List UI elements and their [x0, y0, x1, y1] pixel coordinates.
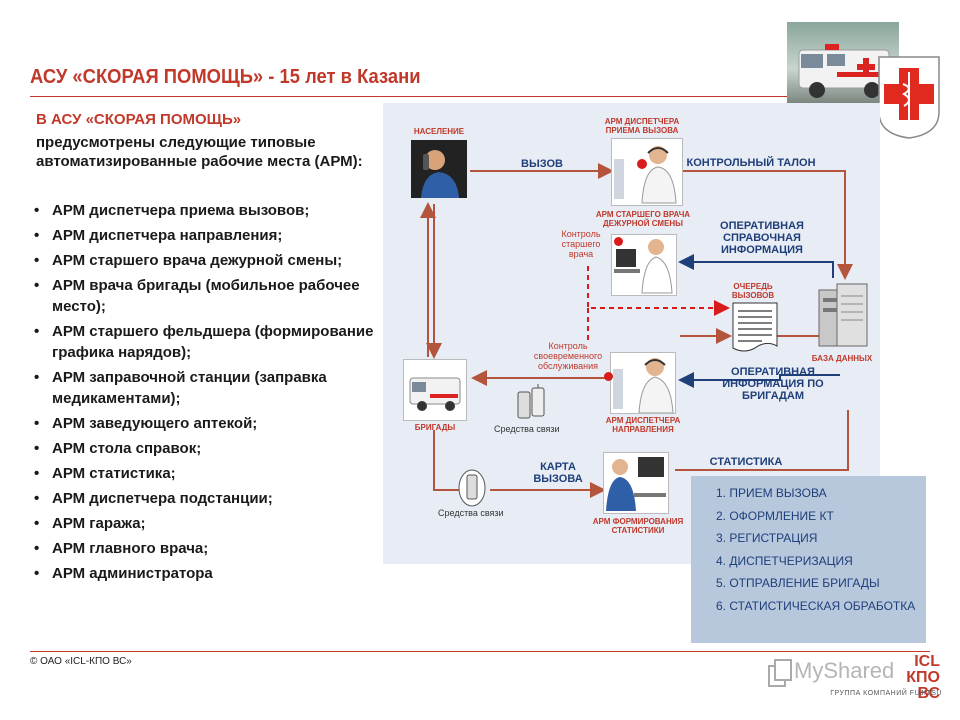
process-steps-box: 1. ПРИЕМ ВЫЗОВА 2. ОФОРМЛЕНИЕ КТ 3. РЕГИ… [691, 476, 926, 643]
list-item: 5. ОТПРАВЛЕНИЕ БРИГАДЫ [716, 576, 880, 590]
operative-brigades-label: ОПЕРАТИВНАЯ ИНФОРМАЦИЯ ПО БРИГАДАМ [722, 366, 824, 402]
process-steps-list: 1. ПРИЕМ ВЫЗОВА 2. ОФОРМЛЕНИЕ КТ 3. РЕГИ… [691, 476, 926, 614]
intro-text: предусмотрены следующие типовые автомати… [36, 134, 363, 170]
list-item: 3. РЕГИСТРАЦИЯ [716, 531, 818, 545]
database-server-icon [817, 280, 871, 350]
population-phone-icon [411, 140, 467, 198]
mobile-phone-icon [458, 469, 486, 507]
list-item: 1. ПРИЕМ ВЫЗОВА [716, 486, 827, 500]
arm-call-reception-label: АРМ ДИСПЕТЧЕРА ПРИЕМА ВЫЗОВА [604, 117, 680, 135]
list-item: •АРМ главного врача; [34, 540, 209, 557]
statistics-label: СТАТИСТИКА [709, 456, 783, 468]
title-divider [30, 96, 790, 97]
watermark-text: MyShared [794, 658, 895, 683]
arm-senior-doctor-label: АРМ СТАРШЕГО ВРАЧА ДЕЖУРНОЙ СМЕНЫ [595, 210, 691, 228]
list-item: •АРМ диспетчера приема вызовов; [34, 202, 310, 219]
control-senior-doctor-label: Контроль старшего врача [561, 229, 601, 259]
arm-direction-label: АРМ ДИСПЕТЧЕРА НАПРАВЛЕНИЯ [605, 416, 681, 434]
list-item: 4. ДИСПЕТЧЕРИЗАЦИЯ [716, 553, 853, 568]
list-item: •АРМ старшего врача дежурной смены; [34, 252, 343, 269]
call-card-label: КАРТА ВЫЗОВА [533, 461, 583, 485]
list-item: •АРМ гаража; [34, 515, 146, 532]
footer-divider [30, 651, 930, 652]
list-item: •АРМ стола справок; [34, 440, 202, 457]
copyright: © ОАО «ICL-КПО ВС» [30, 656, 132, 667]
comm-means-label-1: Средства связи [494, 424, 560, 434]
brigades-label: БРИГАДЫ [414, 423, 456, 432]
ambulance-icon [403, 359, 467, 421]
arm-statistics-label: АРМ ФОРМИРОВАНИЯ СТАТИСТИКИ [592, 517, 684, 535]
operative-reference-label: ОПЕРАТИВНАЯ СПРАВОЧНАЯ ИНФОРМАЦИЯ [720, 220, 804, 256]
list-item: •АРМ диспетчера подстанции; [34, 490, 273, 507]
intro-heading: В АСУ «СКОРАЯ ПОМОЩЬ» [36, 111, 242, 128]
list-item: 6. СТАТИСТИЧЕСКАЯ ОБРАБОТКА [716, 598, 916, 613]
red-dot-icon [604, 372, 613, 381]
database-label: БАЗА ДАННЫХ [811, 354, 873, 363]
document-icon [732, 302, 778, 354]
statistics-operator-icon [603, 452, 669, 514]
population-label: НАСЕЛЕНИЕ [413, 127, 465, 136]
control-timely-label: Контроль своевременного обслуживания [533, 341, 603, 371]
list-item: •АРМ заправочной станции (заправка медик… [34, 369, 327, 407]
page-title: АСУ «СКОРАЯ ПОМОЩЬ» - 15 лет в Казани [30, 66, 421, 88]
icl-logo: ICL КПО ВС [906, 653, 940, 702]
call-reception-operator-icon [611, 138, 683, 206]
list-item: •АРМ старшего фельдшера (формирование гр… [34, 323, 374, 361]
list-item: 2. ОФОРМЛЕНИЕ КТ [716, 508, 834, 523]
red-dot-icon [614, 237, 623, 246]
list-item: •АРМ врача бригады (мобильное рабочее ме… [34, 277, 360, 315]
arm-list: •АРМ диспетчера приема вызовов; •АРМ дис… [30, 200, 380, 588]
medical-emblem-icon [876, 54, 942, 140]
control-ticket-label: КОНТРОЛЬНЫЙ ТАЛОН [686, 157, 816, 169]
comm-means-label-2: Средства связи [438, 508, 504, 518]
list-item: •АРМ статистика; [34, 465, 176, 482]
call-label: ВЫЗОВ [521, 158, 563, 170]
walkie-talkie-icon [514, 384, 550, 424]
direction-operator-icon [610, 352, 676, 414]
list-item: •АРМ заведующего аптекой; [34, 415, 258, 432]
list-item: •АРМ диспетчера направления; [34, 227, 283, 244]
senior-doctor-icon [611, 234, 677, 296]
logo-tagline: ГРУППА КОМПАНИЙ FUJITSU [830, 690, 942, 697]
queue-calls-label: ОЧЕРЕДЬ ВЫЗОВОВ [731, 282, 775, 300]
watermark: MyShared [768, 656, 894, 688]
list-item: •АРМ администратора [34, 565, 213, 582]
